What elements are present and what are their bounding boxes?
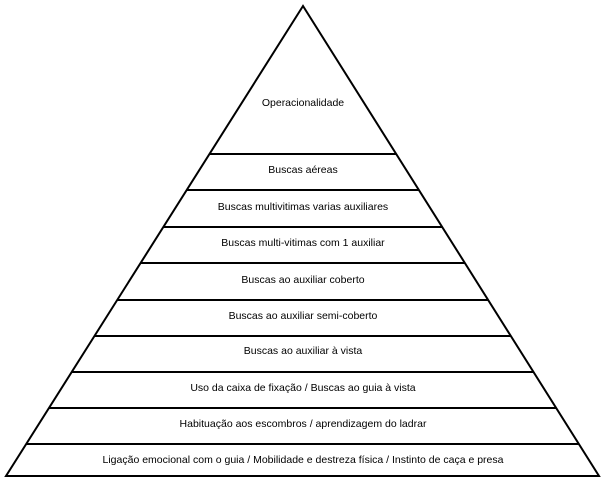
tier-label-1: Buscas aéreas — [268, 164, 337, 176]
tier-label-9: Ligação emocional com o guia / Mobilidad… — [103, 454, 504, 466]
tier-label-2: Buscas multivitimas varias auxiliares — [218, 201, 388, 213]
tier-label-5: Buscas ao auxiliar semi-coberto — [229, 310, 378, 322]
tier-labels: Buscas aéreas Buscas multivitimas varias… — [103, 164, 504, 466]
tier-dividers — [26, 153, 579, 445]
tier-label-4: Buscas ao auxiliar coberto — [241, 274, 364, 286]
tier-label-8: Habituação aos escombros / aprendizagem … — [180, 418, 427, 430]
tier-label-6: Buscas ao auxiliar à vista — [244, 345, 363, 357]
pyramid-outline — [4, 4, 601, 477]
apex-label: Operacionalidade — [262, 97, 344, 109]
tier-label-3: Buscas multi-vitimas com 1 auxiliar — [221, 237, 385, 249]
tier-label-7: Uso da caixa de fixação / Buscas ao guia… — [190, 382, 415, 394]
